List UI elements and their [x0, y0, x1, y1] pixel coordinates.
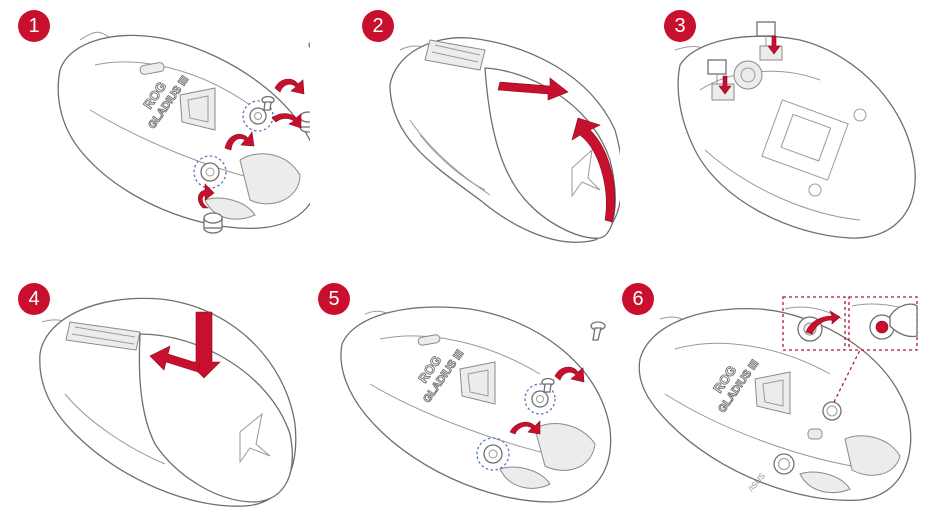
- step-number-badge: 6: [622, 283, 654, 315]
- mouse-foot-pad: [799, 471, 851, 494]
- switch-replacement-illustration: [674, 21, 916, 239]
- mouse-logo-shield: [179, 87, 216, 131]
- switch-cap: [822, 401, 842, 421]
- step-1-panel: 1 ROG GLADIUS III: [0, 0, 310, 264]
- mouse-chassis: [677, 35, 916, 239]
- zoom-inset-left: [784, 306, 843, 342]
- socket-highlight-circle: [242, 100, 274, 132]
- rotate-arrow-icon: [224, 131, 255, 151]
- switch-cap: [773, 453, 795, 475]
- switch-socket: [531, 390, 549, 408]
- insert-arrow-icon: [805, 310, 841, 335]
- screw-icon: [261, 95, 275, 111]
- sensor-window: [807, 428, 823, 440]
- mouse-screw-refit-illustration: ROG GLADIUS III: [340, 306, 612, 503]
- rotate-arrow-icon: [509, 420, 541, 435]
- mouse-underside-illustration: ROG GLADIUS III: [57, 31, 310, 234]
- screw-icon: [308, 42, 310, 48]
- insert-arrow-icon: [718, 75, 732, 95]
- step-number-badge: 3: [664, 10, 696, 42]
- switch-socket: [200, 162, 220, 182]
- switch-socket: [249, 107, 267, 125]
- step-number-badge: 4: [18, 283, 50, 315]
- screw-cap-icon: [203, 212, 223, 234]
- scroll-wheel-gear: [733, 60, 763, 90]
- top-shell: [138, 333, 293, 503]
- step-number-badge: 1: [18, 10, 50, 42]
- step-4-panel: 4: [0, 264, 310, 528]
- rotate-arrow-icon: [271, 113, 302, 129]
- mouse-body: [340, 306, 612, 503]
- rotate-arrow-icon: [197, 183, 215, 209]
- top-shell: [484, 67, 616, 239]
- press-cap-icon: [875, 320, 889, 334]
- socket-highlight-circle: [524, 383, 556, 415]
- sensor-window: [417, 334, 441, 346]
- mouse-foot-pad: [499, 466, 551, 489]
- mouse-top-shell-reattach-illustration: [39, 297, 297, 507]
- finger-press-icon: [889, 303, 918, 338]
- press-down-arrow-icon: [187, 311, 221, 379]
- mouse-logo-shield: [754, 371, 791, 415]
- screw-cap-icon: [299, 111, 310, 133]
- step-2-panel: 2: [310, 0, 620, 264]
- socket-highlight-circle: [476, 437, 510, 471]
- lift-arrow-icon: [571, 117, 615, 223]
- step-5-panel: 5 ROG GLADIUS III: [310, 264, 620, 528]
- mouse-foot-pad: [534, 423, 596, 471]
- rotate-arrow-icon: [554, 366, 585, 383]
- step-3-panel: 3: [620, 0, 930, 264]
- rog-logo-mark: [571, 148, 601, 198]
- rotate-arrow-icon: [274, 78, 305, 95]
- slide-arrow-icon: [149, 345, 201, 373]
- mouse-foot-pad: [844, 435, 901, 476]
- mouse-cap-refit-illustration: ROG GLADIUS III /ISUS: [638, 296, 918, 502]
- step-number-badge: 5: [318, 283, 350, 315]
- step-number-badge: 2: [362, 10, 394, 42]
- zoom-inset-right: [851, 303, 918, 340]
- mouse-top-shell-removal-illustration: [389, 37, 620, 243]
- screw-icon: [541, 377, 555, 393]
- slide-arrow-icon: [497, 77, 569, 101]
- rog-logo-mark: [239, 412, 271, 464]
- mouse-logo-shield: [459, 361, 496, 405]
- sensor-window: [139, 62, 165, 75]
- step-6-panel: 6 ROG GLADIUS III /ISUS: [620, 264, 930, 528]
- circuit-board: [761, 99, 849, 181]
- socket-highlight-circle: [193, 155, 227, 189]
- mouse-foot-pad: [239, 153, 301, 205]
- zoom-inset-frame: [782, 296, 846, 351]
- scroll-wheel: [424, 39, 486, 71]
- screw-icon: [590, 321, 606, 341]
- insert-arrow-icon: [767, 35, 781, 55]
- switch-socket: [483, 444, 503, 464]
